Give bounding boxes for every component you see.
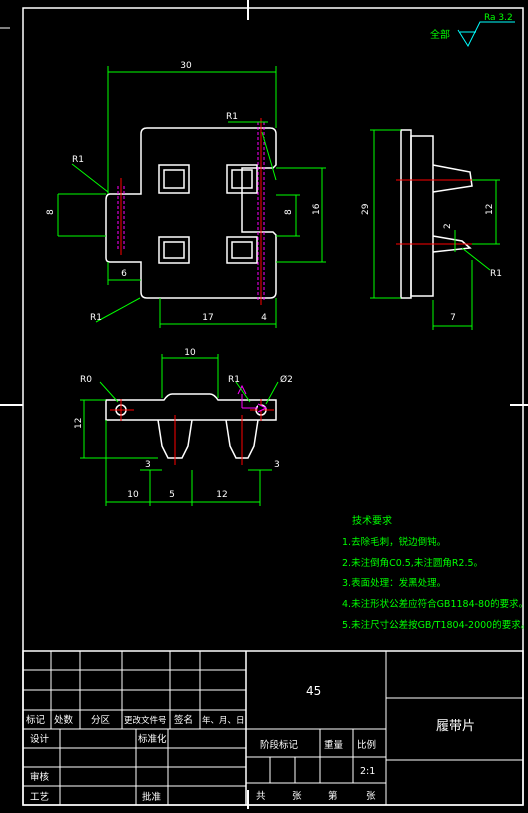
label-weight: 重量	[324, 739, 344, 751]
side-view-outline	[400, 129, 473, 299]
top-view-dims	[57, 66, 326, 328]
tech-requirement-5: 5.未注尺寸公差按GB/T1804-2000的要求。	[342, 619, 528, 631]
dim-side-height: 29	[361, 203, 371, 215]
side-view-dims	[370, 129, 500, 330]
surface-finish-symbol: 全部 Ra 3.2	[430, 13, 515, 48]
dim-front-b-a: 10	[127, 490, 139, 500]
label-doc: 更改文件号	[124, 715, 167, 726]
label-sheets: 张	[292, 791, 302, 802]
finish-label: 全部	[430, 28, 450, 41]
tech-requirements: 技术要求 1.去除毛刺，锐边倒钝。 2.未注倒角C0.5,未注圆角R2.5。 3…	[342, 514, 528, 631]
label-date: 年、月、日	[202, 715, 245, 726]
label-design: 设计	[30, 733, 50, 745]
dim-top-h-right: 16	[312, 203, 322, 215]
label-review: 审核	[30, 771, 50, 783]
dim-front-w-tooth-l: 3	[145, 460, 151, 470]
dim-front-hole: Ø2	[280, 374, 293, 385]
dim-top-h-mid: 8	[284, 209, 294, 215]
label-zone: 分区	[91, 715, 111, 726]
top-view: 30 R1 R1 R1 8 8 16 6 17 4	[46, 61, 326, 328]
side-view-center-lines	[396, 179, 480, 245]
tech-requirement-3: 3.表面处理：发黑处理。	[342, 577, 446, 589]
label-scale: 比例	[357, 739, 376, 751]
title-block-text: 45 履带片 标记 处数 分区 更改文件号 签名 年、月、日 设计 标准化 审核…	[26, 684, 475, 803]
finish-value: Ra 3.2	[484, 13, 513, 23]
dim-front-h-left: 12	[74, 418, 84, 429]
dim-front-r-left: R0	[80, 375, 92, 385]
front-view-axis-marker	[237, 384, 268, 413]
top-view-hidden-lines	[117, 122, 265, 300]
label-stage: 阶段标记	[260, 739, 299, 751]
label-total: 共	[256, 791, 266, 802]
dim-front-w-top: 10	[184, 348, 196, 358]
dim-top-w-mid: 17	[202, 313, 213, 323]
dim-top-width: 30	[180, 61, 192, 71]
dim-front-w-tooth-r: 3	[274, 460, 280, 470]
label-no: 第	[328, 790, 338, 802]
tech-requirement-4: 4.未注形状公差应符合GB1184-80的要求。	[342, 598, 528, 610]
dim-front-b-c: 12	[216, 490, 227, 500]
dim-top-h-left: 8	[46, 209, 56, 215]
label-approve: 批准	[142, 791, 162, 803]
label-mark: 标记	[26, 714, 46, 726]
dim-side-h-tooth: 12	[485, 204, 495, 215]
tech-requirements-title: 技术要求	[352, 514, 392, 527]
dim-top-r-top: R1	[226, 112, 238, 122]
label-standard: 标准化	[138, 733, 167, 745]
tech-requirement-1: 1.去除毛刺，锐边倒钝。	[342, 536, 446, 548]
label-sign: 签名	[174, 714, 193, 726]
part-name: 履带片	[436, 719, 475, 734]
scale-value: 2:1	[360, 766, 375, 777]
front-view-outline	[105, 393, 277, 459]
dim-top-r-bottom: R1	[90, 313, 102, 323]
label-process: 工艺	[30, 792, 49, 803]
front-view: 10 R0 R1 Ø2 12 3 3 10 5 12	[74, 348, 293, 506]
dim-top-r-left: R1	[72, 155, 84, 165]
material: 45	[306, 684, 321, 698]
top-view-center-lines	[120, 118, 262, 305]
top-view-outline	[105, 127, 277, 299]
front-view-dims	[80, 354, 279, 506]
side-view: 29 7 2 12 R1	[361, 129, 502, 330]
title-block	[22, 650, 524, 806]
dim-side-w-bottom: 7	[450, 313, 456, 323]
dim-top-w-right: 4	[261, 313, 267, 323]
dim-top-w-left: 6	[121, 269, 127, 279]
dim-side-gap: 2	[443, 223, 453, 229]
tech-requirement-2: 2.未注倒角C0.5,未注圆角R2.5。	[342, 557, 483, 569]
dim-front-r-right: R1	[228, 375, 240, 385]
dim-front-b-b: 5	[169, 490, 175, 500]
label-count: 处数	[54, 714, 74, 726]
label-sheet: 张	[366, 791, 376, 802]
dim-side-r-tooth: R1	[490, 269, 502, 279]
